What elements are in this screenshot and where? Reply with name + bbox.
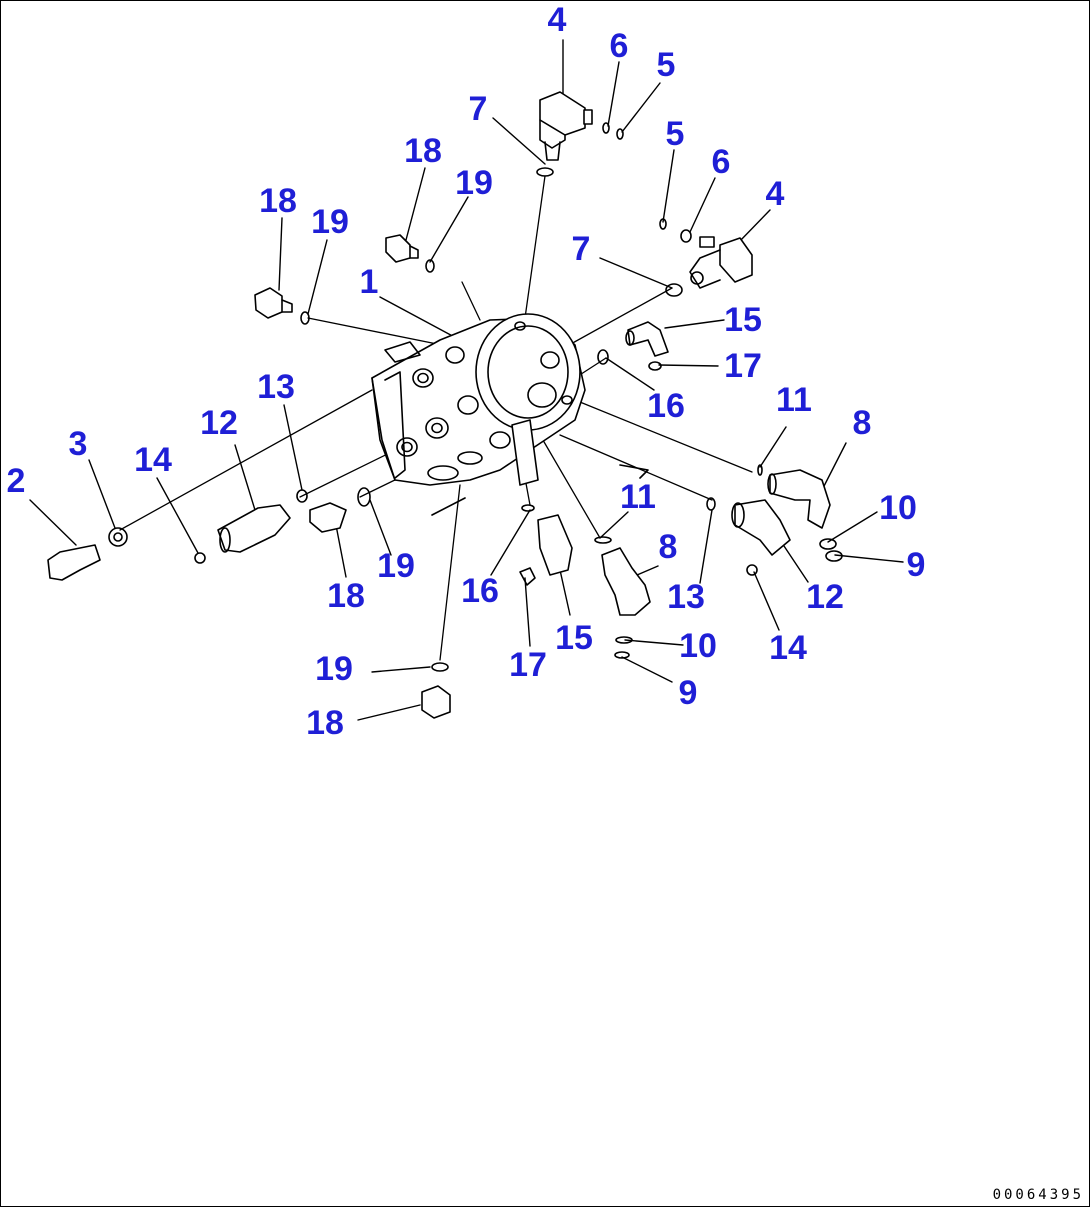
callout-10: 10 [879, 489, 917, 527]
callout-14: 14 [134, 441, 172, 479]
callout-8: 8 [852, 404, 872, 442]
callout-5: 5 [656, 46, 676, 84]
elbow-fitting-right [597, 321, 669, 371]
callout-10: 10 [679, 627, 717, 665]
callout-3: 3 [68, 425, 88, 463]
valve-body [371, 313, 649, 516]
callout-16: 16 [647, 387, 685, 425]
callout-19: 19 [315, 650, 353, 688]
callout-18: 18 [306, 704, 344, 742]
callout-12: 12 [806, 578, 844, 616]
callout-14: 14 [769, 629, 807, 667]
callout-19: 19 [377, 547, 415, 585]
leader-lines [29, 39, 904, 721]
callout-5: 5 [665, 115, 685, 153]
callout-17: 17 [724, 347, 762, 385]
drawing-number: 00064395 [992, 1187, 1084, 1203]
callout-4: 4 [547, 1, 567, 39]
callout-11: 11 [620, 478, 656, 516]
callout-18: 18 [259, 182, 297, 220]
callout-11: 11 [776, 381, 812, 419]
callout-12: 12 [200, 404, 238, 442]
callout-2: 2 [6, 462, 26, 500]
callout-7: 7 [468, 90, 488, 128]
fittings-right [731, 464, 843, 576]
plugs-upper [254, 234, 435, 325]
callout-15: 15 [724, 301, 762, 339]
callout-7: 7 [571, 230, 591, 268]
callout-19: 19 [311, 203, 349, 241]
callout-13: 13 [257, 368, 295, 406]
pressure-switch-top [536, 91, 624, 177]
callout-6: 6 [609, 27, 629, 65]
callout-18: 18 [404, 132, 442, 170]
callout-18: 18 [327, 577, 365, 615]
callout-13: 13 [667, 578, 705, 616]
callout-8: 8 [658, 528, 678, 566]
callout-19: 19 [455, 164, 493, 202]
fittings-left [47, 487, 371, 581]
callout-15: 15 [555, 619, 593, 657]
fittings-lower-center [519, 497, 716, 659]
callout-16: 16 [461, 572, 499, 610]
pressure-switch-right [659, 218, 753, 297]
plug-bottom [421, 662, 451, 719]
callout-1: 1 [359, 263, 379, 301]
callout-6: 6 [711, 143, 731, 181]
callout-17: 17 [509, 646, 547, 684]
callout-4: 4 [765, 175, 785, 213]
callout-9: 9 [678, 674, 698, 712]
callout-9: 9 [906, 546, 926, 584]
